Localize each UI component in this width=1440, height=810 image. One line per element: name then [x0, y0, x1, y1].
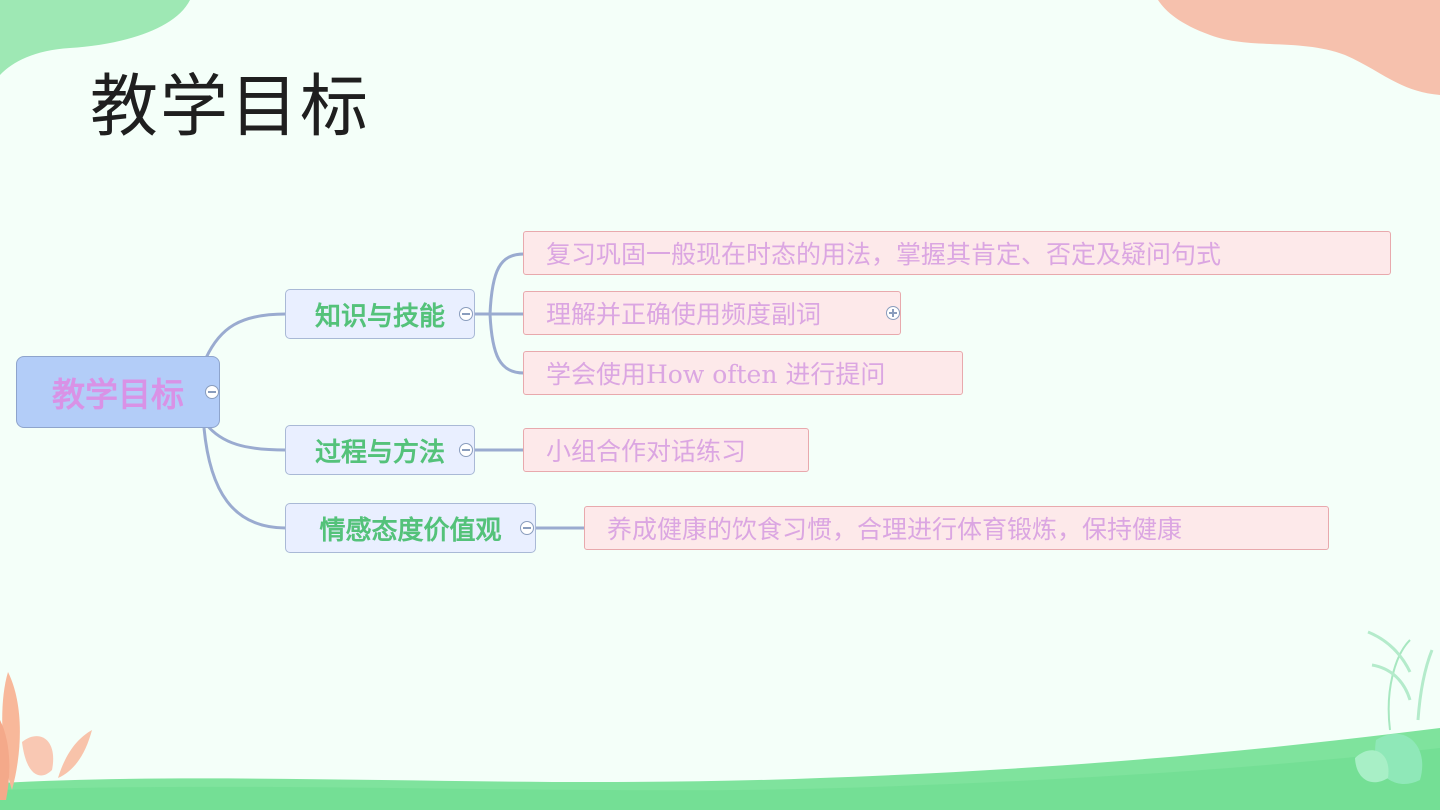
connector-root-branch-1 — [204, 312, 287, 359]
mindmap-root-node[interactable]: 教学目标 — [16, 356, 220, 428]
top-left-blob — [0, 0, 190, 75]
branch-label: 情感态度价值观 — [319, 515, 502, 546]
branch-node-process-methods[interactable]: 过程与方法 — [285, 425, 475, 475]
leaf-node[interactable]: 学会使用How often 进行提问 — [523, 351, 963, 395]
connector-root-branch-2 — [204, 423, 287, 452]
leaf-label: 小组合作对话练习 — [546, 437, 747, 466]
connector-branch-1-leaf-3 — [488, 313, 525, 375]
leaf-node[interactable]: 理解并正确使用频度副词 — [523, 291, 901, 335]
leaf-node[interactable]: 养成健康的饮食习惯，合理进行体育锻炼，保持健康 — [584, 506, 1329, 550]
branch-node-attitudes-values[interactable]: 情感态度价值观 — [285, 503, 536, 553]
root-node-label: 教学目标 — [52, 375, 184, 414]
expand-icon[interactable] — [886, 306, 900, 320]
top-right-blob — [1158, 0, 1440, 95]
leaf-node[interactable]: 复习巩固一般现在时态的用法，掌握其肯定、否定及疑问句式 — [523, 231, 1391, 275]
leaf-decoration-left — [0, 672, 92, 800]
collapse-icon[interactable] — [459, 307, 473, 321]
connector-root-branch-3 — [202, 427, 287, 530]
branch-label: 知识与技能 — [314, 301, 445, 332]
leaf-label: 复习巩固一般现在时态的用法，掌握其肯定、否定及疑问句式 — [546, 240, 1222, 269]
leaf-label: 养成健康的饮食习惯，合理进行体育锻炼，保持健康 — [607, 515, 1183, 544]
leaf-label: 学会使用How often 进行提问 — [546, 360, 886, 389]
page-title: 教学目标 — [90, 68, 371, 147]
connector-branch-1-leaf-1 — [474, 252, 525, 316]
leaf-node[interactable]: 小组合作对话练习 — [523, 428, 809, 472]
bottom-wave-light — [0, 748, 1440, 810]
collapse-icon[interactable] — [205, 385, 219, 399]
leaf-label: 理解并正确使用频度副词 — [546, 300, 822, 329]
branch-label: 过程与方法 — [314, 437, 445, 468]
leaf-decoration-right — [1355, 630, 1434, 784]
collapse-icon[interactable] — [520, 521, 534, 535]
collapse-icon[interactable] — [459, 443, 473, 457]
branch-node-knowledge-skills[interactable]: 知识与技能 — [285, 289, 475, 339]
